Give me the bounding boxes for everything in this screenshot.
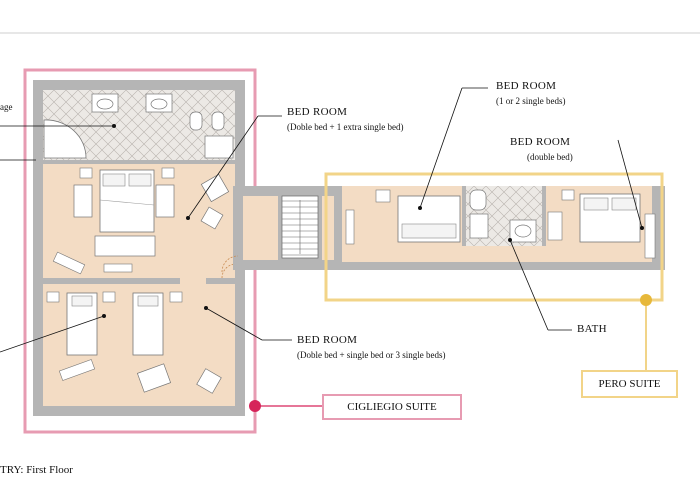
leader-bed-room-1 [187, 115, 259, 219]
bed-room-2-detail: (1 or 2 single beds) [496, 96, 566, 106]
floor-caption: TRY: First Floor [0, 464, 73, 476]
bed-room-4-detail: (Doble bed + single bed or 3 single beds… [297, 350, 446, 360]
leader-bed-room-2 [419, 87, 463, 209]
sink-1 [91, 93, 119, 113]
pero-suite-label: PERO SUITE [581, 370, 678, 398]
pero-marker [640, 294, 652, 306]
leader-bath [509, 239, 549, 331]
toilet-1 [189, 111, 203, 131]
bench [94, 235, 156, 257]
bed-room-1-detail: (Doble bed + 1 extra single bed) [287, 122, 404, 132]
cigliegio-marker [249, 400, 261, 412]
leader-bed-room-3 [617, 139, 643, 229]
bed-room-2-title: BED ROOM [496, 80, 557, 92]
sink-2 [145, 93, 173, 113]
leader-bed-room-4 [205, 307, 263, 341]
cut-off-label: age [0, 102, 13, 112]
corner-bathtub [43, 119, 87, 159]
bed-room-1-title: BED ROOM [287, 106, 348, 118]
bed-room-4-title: BED ROOM [297, 334, 358, 346]
bath-title: BATH [577, 323, 607, 335]
toilet-2 [211, 111, 225, 131]
pero-suite-outline [324, 172, 664, 302]
bed-room-3-detail: (double bed) [527, 152, 573, 162]
bed-room-3-title: BED ROOM [510, 136, 571, 148]
shower [204, 135, 234, 159]
cigliegio-suite-label: CIGLIEGIO SUITE [322, 394, 462, 420]
landing-floor [243, 196, 278, 260]
extra-single-bed [73, 184, 93, 218]
